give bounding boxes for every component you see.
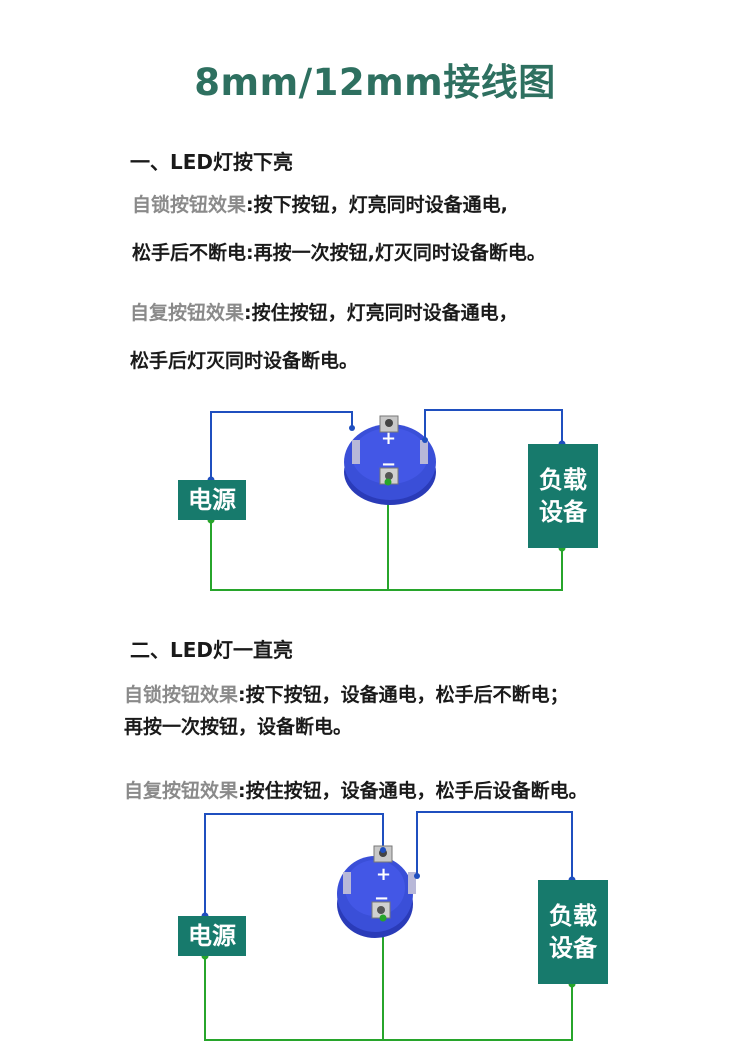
- push-button-icon: [344, 415, 436, 505]
- power-label: 电源: [188, 485, 236, 514]
- section2-title: 二、LED灯一直亮: [130, 638, 294, 662]
- section1-self-reset-line2: 松手后灯灭同时设备断电。: [130, 350, 359, 372]
- plus-sign-2: +: [376, 864, 391, 885]
- power-box: 电源: [178, 480, 246, 520]
- wire-ground-loop: [210, 520, 563, 591]
- power-box-2: 电源: [178, 916, 246, 956]
- section2-self-lock-line2: 再按一次按钮，设备断电。: [124, 716, 353, 738]
- self-lock-text1-2: :按下按钮，设备通电，松手后不断电；: [238, 684, 569, 706]
- wiring-diagram-2: + −: [201, 811, 576, 1041]
- wire-ground-loop-2: [204, 956, 573, 1041]
- self-reset-label-2: 自复按钮效果: [124, 780, 239, 802]
- self-lock-label-2: 自锁按钮效果: [124, 684, 239, 706]
- wire-button-to-load: [424, 409, 563, 444]
- wire-power-to-plus-2: [204, 813, 384, 916]
- self-reset-text1-2: :按住按钮，设备通电，松手后设备断电。: [238, 780, 588, 802]
- load-label-line2: 设备: [539, 498, 587, 526]
- minus-sign: −: [381, 454, 396, 475]
- load-label-line1: 负载: [539, 465, 587, 494]
- power-label-2: 电源: [188, 921, 236, 950]
- page-title: 8mm/12mm接线图: [194, 61, 556, 104]
- push-button-icon-2: [337, 845, 416, 938]
- load-device-box: 负载 设备: [528, 444, 598, 548]
- self-lock-text1: :按下按钮，灯亮同时设备通电,: [246, 194, 508, 216]
- section1-self-reset-line1: 自复按钮效果:按住按钮，灯亮同时设备通电，: [130, 298, 518, 325]
- section2-self-reset-line1: 自复按钮效果:按住按钮，设备通电，松手后设备断电。: [124, 776, 588, 803]
- section1-title: 一、LED灯按下亮: [130, 150, 294, 174]
- section2-self-lock-line1: 自锁按钮效果:按下按钮，设备通电，松手后不断电；: [124, 680, 569, 707]
- load-label-line2-2: 设备: [549, 934, 597, 962]
- section1-self-lock-line2: 松手后不断电:再按一次按钮,灯灭同时设备断电。: [132, 242, 546, 264]
- self-lock-label: 自锁按钮效果: [132, 194, 247, 216]
- load-device-box-2: 负载 设备: [538, 880, 608, 984]
- wire-power-to-plus: [210, 411, 353, 480]
- load-label-line1-2: 负载: [549, 901, 597, 930]
- self-reset-text1: :按住按钮，灯亮同时设备通电，: [244, 302, 518, 324]
- self-reset-label: 自复按钮效果: [130, 302, 245, 324]
- section1-self-lock-line1: 自锁按钮效果:按下按钮，灯亮同时设备通电,: [132, 190, 508, 217]
- plus-sign: +: [381, 428, 396, 449]
- wiring-diagram-1: + −: [207, 409, 566, 591]
- wire-button-to-load-2: [416, 811, 573, 880]
- minus-sign-2: −: [374, 888, 389, 909]
